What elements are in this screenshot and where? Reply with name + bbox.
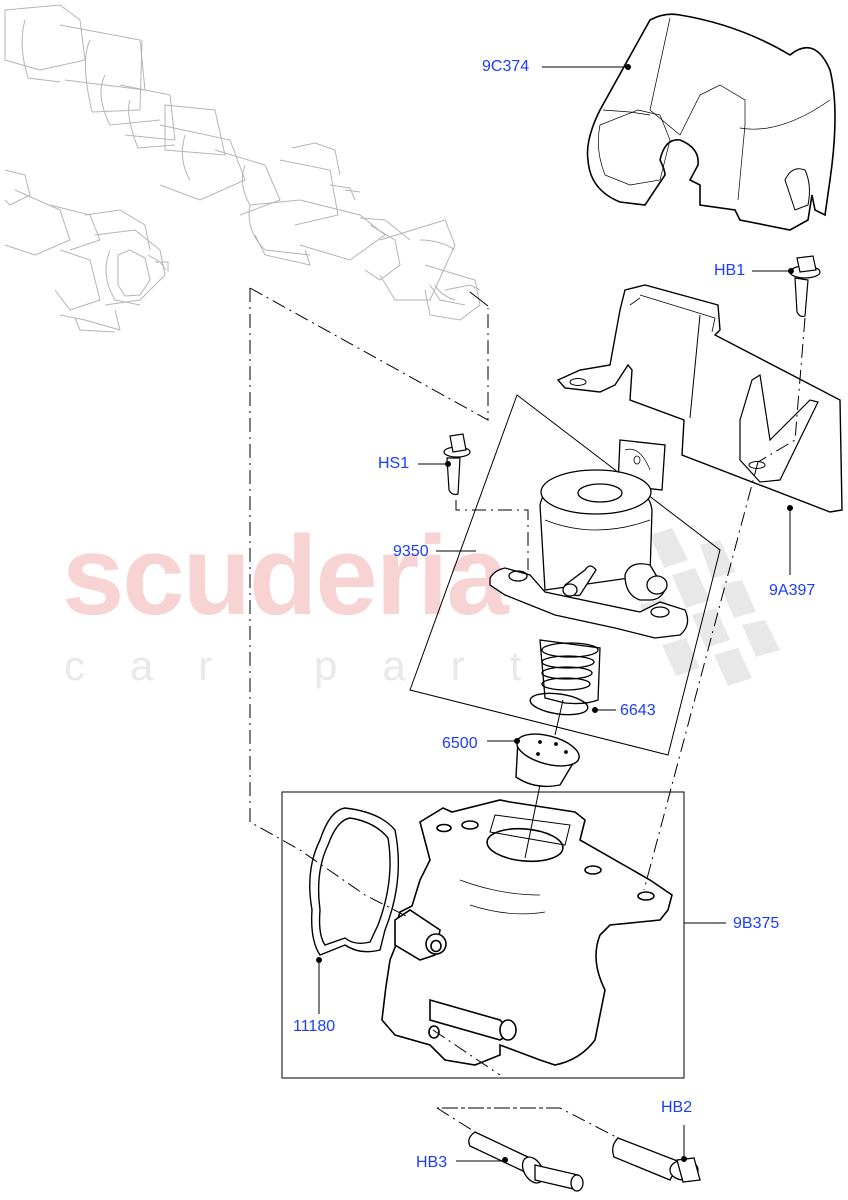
tappet-6500	[515, 733, 580, 788]
bolt-HB2	[612, 1137, 701, 1183]
camshaft-upper	[4, 4, 481, 321]
callout-9A397[interactable]: 9A397	[769, 582, 816, 599]
callout-9C374[interactable]: 9C374	[482, 58, 530, 75]
assembly-lines	[249, 287, 806, 1139]
callout-6500[interactable]: 6500	[442, 735, 478, 752]
fuel-pump-9350	[489, 439, 689, 705]
callout-HB3[interactable]: HB3	[416, 1154, 448, 1171]
leader-lines	[316, 64, 794, 1163]
gasket-11180	[309, 807, 400, 956]
bolt-HB1	[789, 255, 821, 318]
camshaft-pointer	[469, 291, 489, 307]
center-axis-line	[524, 784, 541, 859]
watermark-tagline: car parts	[64, 642, 633, 689]
callout-6643[interactable]: 6643	[620, 702, 656, 719]
bolt-HB3	[468, 1131, 584, 1192]
callout-HB2[interactable]: HB2	[661, 1099, 693, 1116]
o-ring-6643	[529, 692, 589, 716]
pump-group-frame	[409, 394, 721, 756]
housing-group-frame	[281, 791, 685, 1079]
pump-housing-9B375	[381, 799, 673, 1066]
callout-9350[interactable]: 9350	[393, 543, 429, 560]
callout-HS1[interactable]: HS1	[378, 455, 410, 472]
callout-HB1[interactable]: HB1	[714, 262, 746, 279]
heat-shield-9A397	[556, 284, 843, 513]
bolt-HS1	[443, 433, 471, 496]
pump-cover-9C374	[586, 13, 836, 231]
callout-11180[interactable]: 11180	[293, 1018, 336, 1035]
center-axis-line-2	[554, 699, 564, 736]
camshaft-lower	[4, 169, 169, 333]
watermark-brand: scuderia	[62, 513, 509, 638]
callout-9B375[interactable]: 9B375	[733, 915, 780, 932]
